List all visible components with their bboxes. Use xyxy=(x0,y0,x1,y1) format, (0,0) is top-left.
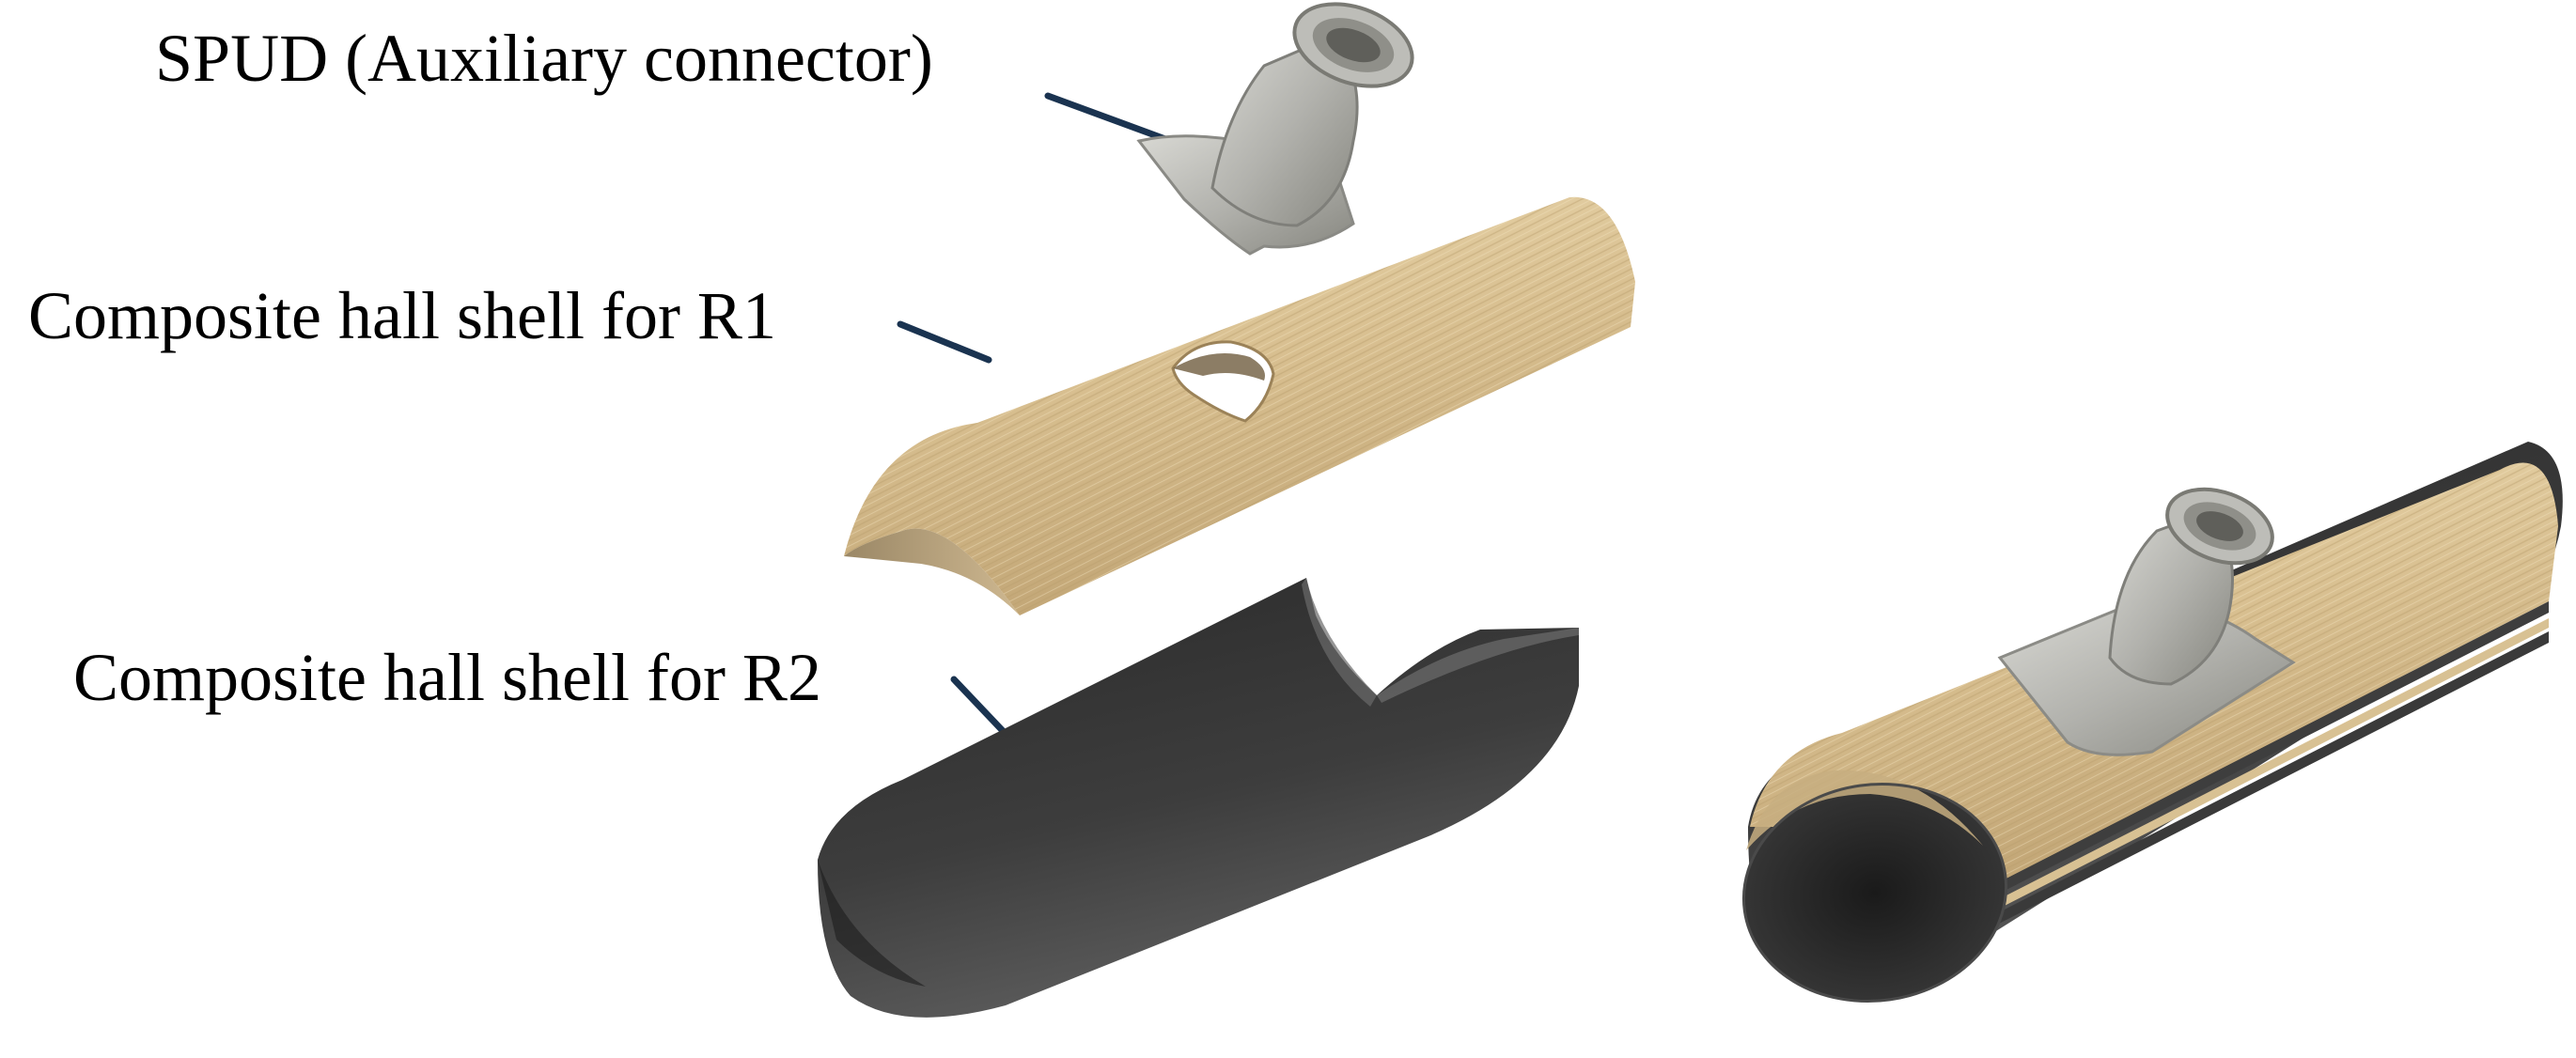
label-shell-r2: Composite hall shell for R2 xyxy=(73,640,821,715)
composite-shell-r2 xyxy=(818,578,1579,1018)
assembled-tube xyxy=(1741,442,2563,1004)
label-shell-r1: Composite hall shell for R1 xyxy=(28,278,776,353)
leader-line-spud xyxy=(1044,92,1169,143)
composite-shell-r1 xyxy=(844,196,1635,615)
spud-connector-exploded xyxy=(1136,2,1414,256)
leader-line-r1 xyxy=(897,320,992,364)
label-spud: SPUD (Auxiliary connector) xyxy=(155,21,933,96)
